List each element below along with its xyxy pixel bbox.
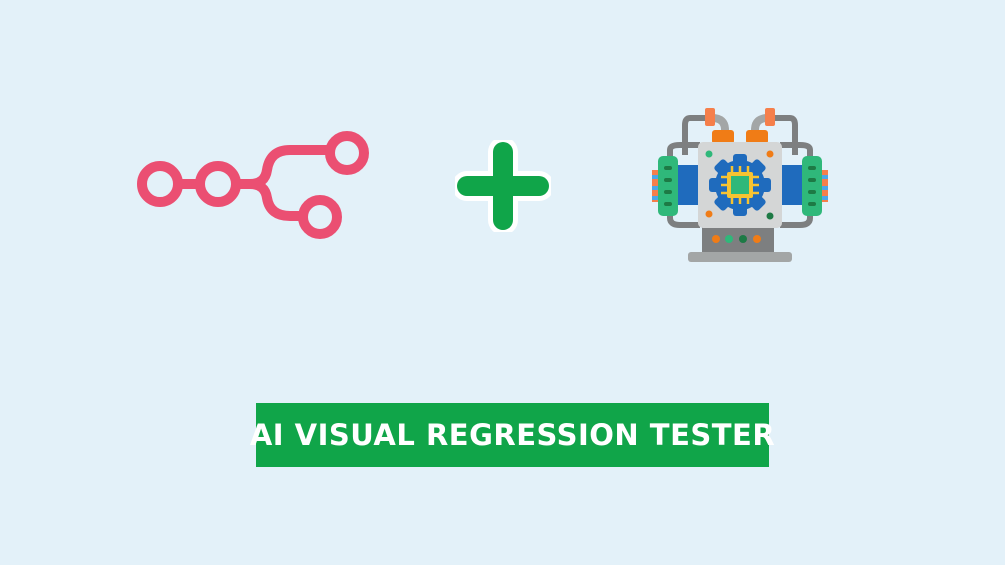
banner-title: AI VISUAL REGRESSION TESTER [249, 418, 776, 452]
ai-machine-chip-icon [652, 108, 828, 262]
title-banner: AI VISUAL REGRESSION TESTER [250, 403, 775, 467]
plus-icon [455, 140, 551, 232]
workflow-nodes-icon [137, 131, 369, 239]
